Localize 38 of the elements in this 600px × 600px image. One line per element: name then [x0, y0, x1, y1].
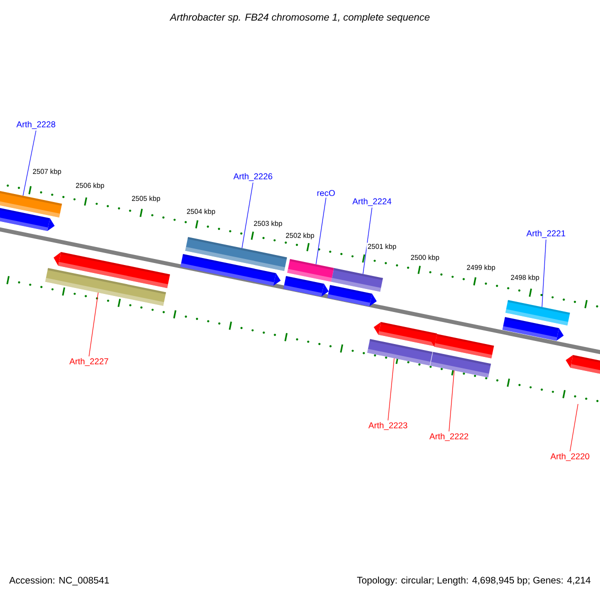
accession-text: Accession: NC_008541	[9, 576, 109, 586]
gene-label: Arth_2224	[352, 198, 392, 206]
leader-line	[542, 239, 546, 308]
gene-label: Arth_2220	[550, 453, 590, 461]
leader-line	[316, 197, 326, 265]
gene-label: Arth_2221	[526, 230, 566, 238]
gene-block	[430, 352, 491, 378]
gene-block	[367, 339, 432, 366]
leader-line	[362, 207, 372, 274]
gene-block	[331, 268, 383, 292]
gene-label: Arth_2227	[69, 358, 108, 366]
gene-block	[185, 237, 288, 272]
gene-label: Arth_2228	[16, 121, 56, 129]
leader-line	[242, 182, 254, 248]
genome-info-text: Topology: circular; Length: 4,698,945 bp; Genes: 4,214	[357, 576, 590, 586]
leader-line	[448, 370, 454, 432]
leader-line	[22, 130, 36, 196]
gene-block	[180, 254, 281, 286]
gene-block	[502, 317, 564, 341]
gene-block	[374, 322, 438, 346]
gene-block	[283, 276, 329, 297]
gene-block	[0, 207, 55, 231]
gene-block	[505, 300, 570, 326]
gene-block	[0, 190, 62, 218]
gene-label: recO	[317, 190, 335, 196]
gene-block	[430, 334, 494, 358]
gene-label: Arth_2226	[233, 173, 272, 181]
gene-block	[287, 259, 334, 282]
gene-label: Arth_2223	[368, 422, 408, 430]
gene-block	[566, 355, 600, 374]
title: Arthrobacter sp. FB24 chromosome 1, complete sequence	[170, 13, 430, 23]
leader-line	[570, 404, 578, 452]
leader-line	[388, 358, 394, 421]
leader-line	[88, 292, 98, 357]
gene-block	[327, 285, 377, 306]
gene-block	[54, 252, 170, 288]
gene-block	[45, 268, 166, 306]
gene-label: Arth_2222	[429, 433, 468, 441]
